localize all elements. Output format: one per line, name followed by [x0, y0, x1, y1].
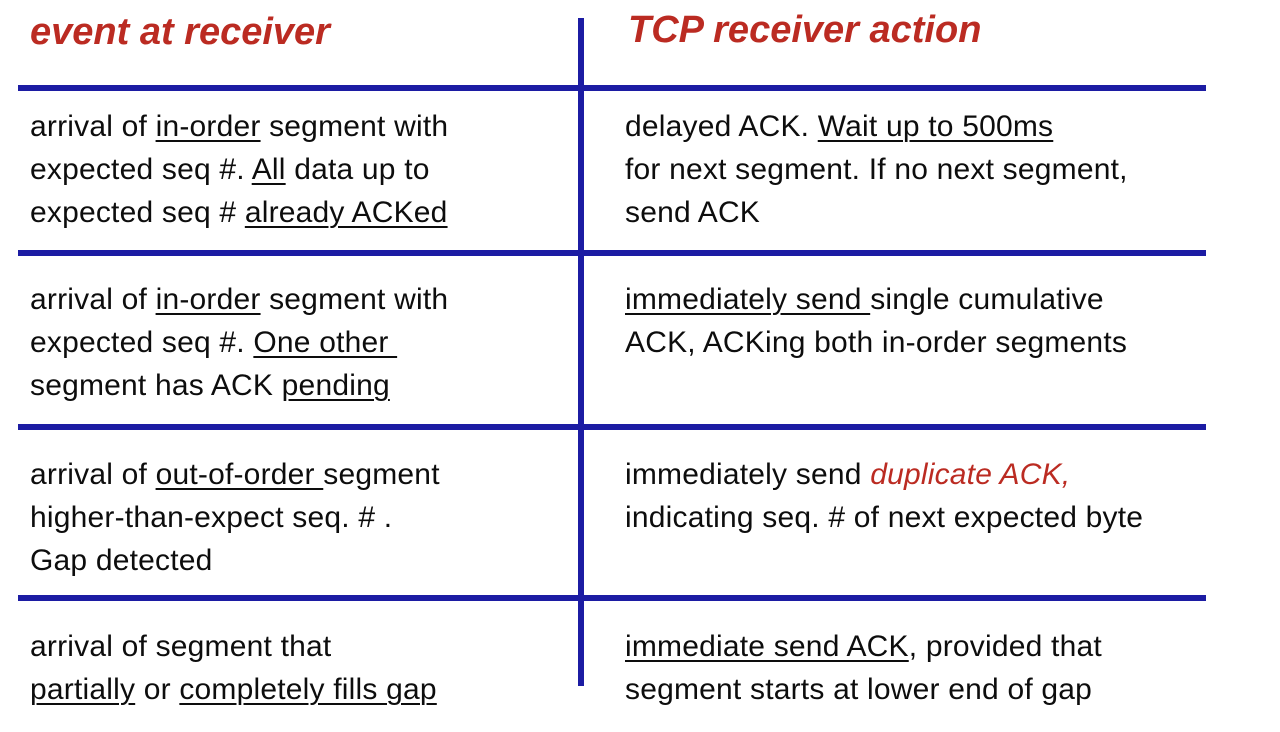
text-segment: expected seq #. [30, 153, 252, 186]
underlined-text: in-order [155, 110, 261, 143]
text-segment: data up to [285, 153, 430, 186]
row-divider-line-4 [18, 595, 1206, 601]
action-cell-row-3: immediately send duplicate ACK, indicatin… [625, 453, 1143, 539]
text-line: expected seq #. One other [30, 321, 448, 364]
underlined-text: One other [253, 326, 398, 359]
text-segment: arrival of [30, 458, 156, 491]
text-line: immediately send duplicate ACK, [625, 453, 1143, 496]
text-line: segment has ACK pending [30, 364, 448, 407]
text-segment: single cumulative [870, 283, 1104, 316]
text-segment: ACK, ACKing both in-order segments [625, 326, 1128, 359]
underlined-text: in-order [155, 283, 261, 316]
text-line: segment starts at lower end of gap [625, 668, 1102, 711]
text-segment: send ACK [625, 196, 761, 229]
action-cell-row-1: delayed ACK. Wait up to 500ms for next se… [625, 105, 1128, 234]
text-segment: segment starts at lower end of gap [625, 673, 1093, 706]
text-segment: immediately send [625, 458, 871, 491]
text-segment: , provided that [908, 630, 1102, 663]
underlined-text: completely fills gap [179, 673, 437, 706]
text-segment: delayed ACK. [625, 110, 818, 143]
text-segment: segment with [260, 110, 449, 143]
text-segment: arrival of [30, 283, 156, 316]
text-line: send ACK [625, 191, 1128, 234]
underlined-text: Wait up to 500ms [817, 110, 1054, 143]
text-line: ACK, ACKing both in-order segments [625, 321, 1127, 364]
text-line: immediately send single cumulative [625, 278, 1127, 321]
text-line: expected seq # already ACKed [30, 191, 448, 234]
text-line: expected seq #. All data up to [30, 148, 448, 191]
text-segment: higher-than-expect seq. # . [30, 501, 393, 534]
text-segment: segment [323, 458, 440, 491]
text-segment: expected seq #. [30, 326, 254, 359]
text-line: indicating seq. # of next expected byte [625, 496, 1143, 539]
red-italic-text: duplicate ACK, [870, 458, 1071, 491]
column-header-event: event at receiver [30, 11, 330, 53]
text-segment: for next segment. If no next segment, [625, 153, 1128, 186]
underlined-text: immediately send [625, 283, 871, 316]
text-segment: indicating seq. # of next expected byte [625, 501, 1144, 534]
underlined-text: out-of-order [155, 458, 324, 491]
event-cell-row-4: arrival of segment that partially or comp… [30, 625, 437, 711]
text-line: arrival of in-order segment with [30, 105, 448, 148]
text-line: for next segment. If no next segment, [625, 148, 1128, 191]
text-segment: arrival of segment that [30, 630, 332, 663]
text-segment: segment has ACK [30, 369, 282, 402]
text-line: arrival of in-order segment with [30, 278, 448, 321]
text-line: delayed ACK. Wait up to 500ms [625, 105, 1128, 148]
text-line: immediate send ACK, provided that [625, 625, 1102, 668]
text-segment: Gap detected [30, 544, 213, 577]
text-line: Gap detected [30, 539, 440, 582]
text-segment: expected seq # [30, 196, 245, 229]
row-divider-line-2 [18, 250, 1206, 256]
column-divider-line [578, 18, 584, 686]
underlined-text: immediate send ACK [625, 630, 909, 663]
text-segment: arrival of [30, 110, 156, 143]
action-cell-row-4: immediate send ACK, provided that segment… [625, 625, 1102, 711]
underlined-text: already ACKed [244, 196, 448, 229]
event-cell-row-3: arrival of out-of-order segment higher-th… [30, 453, 440, 582]
text-segment: or [135, 673, 180, 706]
text-segment: segment with [260, 283, 449, 316]
column-header-action: TCP receiver action [628, 9, 982, 51]
text-line: arrival of segment that [30, 625, 437, 668]
underlined-text: All [251, 153, 286, 186]
text-line: arrival of out-of-order segment [30, 453, 440, 496]
text-line: partially or completely fills gap [30, 668, 437, 711]
row-divider-line-1 [18, 85, 1206, 91]
underlined-text: partially [30, 673, 136, 706]
underlined-text: pending [281, 369, 390, 402]
text-line: higher-than-expect seq. # . [30, 496, 440, 539]
row-divider-line-3 [18, 424, 1206, 430]
